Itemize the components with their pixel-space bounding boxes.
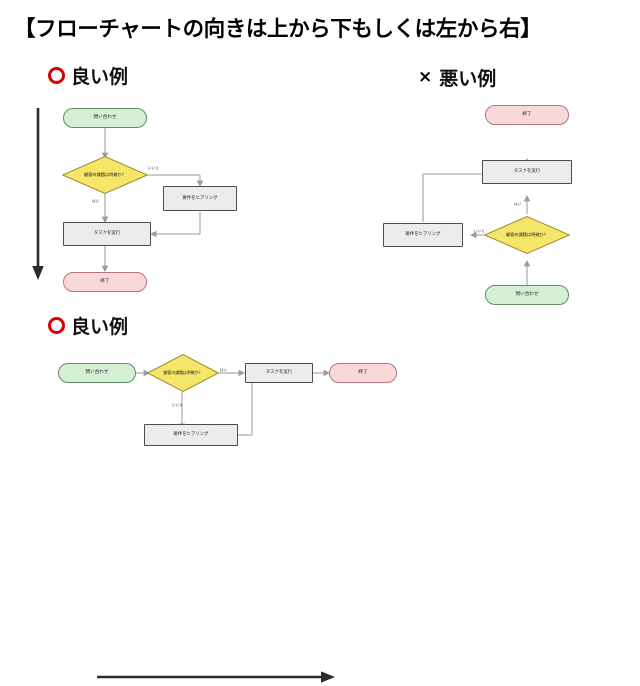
section-heading-label: 良い例 [71,66,129,88]
edge-label-yes: はい [92,199,100,203]
flow-node-hearing[interactable]: 要件をヒアリング [163,186,237,211]
decision-diamond-icon [484,216,570,254]
section-heading-label: 良い例 [71,316,129,338]
flowchart-good-top: いいえ はい 問い合わせ 顧客の課題は明確か？ 要件をヒアリング タスクを実行 … [0,0,300,305]
edge-label-yes: はい [514,202,522,206]
decision-diamond-icon [62,156,148,194]
flow-node-start[interactable]: 問い合わせ [485,285,569,305]
page-title: 【フローチャートの向きは上から下もしくは左から右】 [14,17,542,42]
direction-arrow-right-icon [97,671,335,683]
flow-node-hearing[interactable]: 要件をヒアリング [383,223,463,247]
flow-node-task[interactable]: タスクを実行 [245,363,313,383]
flow-node-start[interactable]: 問い合わせ [63,108,147,128]
flow-node-end[interactable]: 終了 [63,272,147,292]
decision-diamond-icon [147,354,219,392]
flow-node-decision-label: 顧客の課題は明確か？ [84,171,126,177]
section-heading-good-top: 良い例 [48,62,128,89]
flow-node-task[interactable]: タスクを実行 [482,160,572,184]
flow-node-hearing[interactable]: 要件をヒアリング [144,424,238,446]
flowchart-good-bottom: はい いいえ 問い合わせ 顧客の課題は明確か？ タスクを実行 終了 要件をヒアリ… [0,330,420,683]
circle-mark-icon [48,317,65,334]
edge-label-no: いいえ [474,229,485,233]
direction-arrow-down-icon [32,108,44,280]
flow-node-decision[interactable]: 顧客の課題は明確か？ [62,156,148,194]
flowchart-bad-top: いいえ はい 終了 タスクを実行 顧客の課題は明確か？ 要件をヒアリング 問い合… [370,0,640,310]
edge-label-no: いいえ [148,166,159,170]
flow-node-end[interactable]: 終了 [485,105,569,125]
edge-label-yes: はい [220,368,228,372]
section-heading-good-bottom: 良い例 [48,312,128,339]
flow-node-decision[interactable]: 顧客の課題は明確か？ [147,354,219,392]
cross-mark-icon: × [418,67,433,87]
flow-node-end[interactable]: 終了 [329,363,397,383]
flow-node-start[interactable]: 問い合わせ [58,363,136,383]
flow-node-decision-label: 顧客の課題は明確か？ [163,369,203,375]
flow-node-task[interactable]: タスクを実行 [63,222,151,246]
flowchart-edges [422,158,531,285]
section-heading-label: 悪い例 [439,68,497,90]
flow-node-decision[interactable]: 顧客の課題は明確か？ [484,216,570,254]
flow-node-decision-label: 顧客の課題は明確か？ [506,231,548,237]
circle-mark-icon [48,67,65,84]
edge-label-no: いいえ [172,403,183,407]
flowchart-edges [101,128,204,272]
section-heading-bad-top: × 悪い例 [418,64,496,91]
